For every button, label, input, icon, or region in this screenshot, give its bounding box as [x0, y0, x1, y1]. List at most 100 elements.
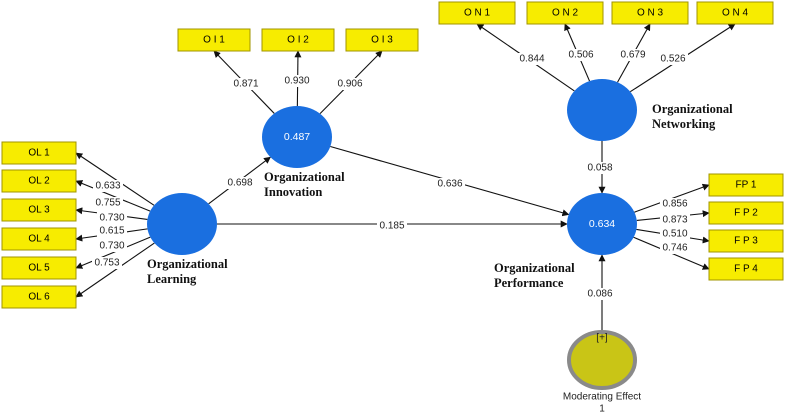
construct-name-on: Organizational: [652, 102, 733, 116]
indicator-box-oi-1[interactable]: [177, 28, 251, 52]
indicator-box-ol-2[interactable]: [1, 169, 77, 193]
moderating-effect-node[interactable]: [567, 330, 637, 390]
loading-label-bg: [660, 198, 690, 210]
indicator-box-fp-4[interactable]: [708, 257, 784, 281]
loading-value-oi-3: 0.906: [337, 79, 362, 90]
indicator-box-ol-5[interactable]: [1, 256, 77, 280]
indicator-box-ol-4[interactable]: [1, 227, 77, 251]
loading-value-ol-4: 0.615: [99, 226, 124, 237]
loading-value-ol-5: 0.730: [99, 241, 124, 252]
loading-value-fp-4: 0.746: [662, 243, 687, 254]
loading-value-on-2: 0.506: [568, 50, 593, 61]
indicator-box-fp-2[interactable]: [708, 201, 784, 225]
loading-value-fp-3: 0.510: [662, 229, 687, 240]
indicator-label-ol-6: OL 6: [28, 292, 50, 303]
path-coefficient-ol_oi: 0.698: [227, 178, 252, 189]
loading-arrow-ol-2: [75, 180, 151, 212]
construct-oi[interactable]: [262, 106, 332, 168]
construct-name-ol: Learning: [147, 272, 197, 286]
indicator-box-on-2[interactable]: [526, 1, 604, 25]
loading-value-on-4: 0.526: [660, 54, 685, 65]
indicator-box-ol-1[interactable]: [1, 141, 77, 165]
loading-value-fp-1: 0.856: [662, 199, 687, 210]
loading-value-oi-1: 0.871: [233, 79, 258, 90]
indicator-label-fp-3: F P 3: [734, 236, 758, 247]
labels-layer: 0.633 0.755 0.730 0.615 0.730 0.753 0.871 0.930…: [92, 49, 733, 415]
indicator-label-on-3: O N 3: [637, 8, 664, 19]
construct-name-oi: Organizational: [264, 170, 345, 184]
indicator-label-ol-2: OL 2: [28, 176, 50, 187]
indicator-label-ol-3: OL 3: [28, 205, 50, 216]
indicator-box-on-1[interactable]: [438, 1, 516, 25]
indicator-label-fp-2: F P 2: [734, 208, 758, 219]
indicator-label-on-2: O N 2: [552, 8, 579, 19]
loading-value-ol-1: 0.633: [95, 181, 120, 192]
loading-label-bg: [231, 78, 261, 90]
construct-name-on: Networking: [652, 117, 716, 131]
loading-value-on-1: 0.844: [519, 54, 544, 65]
loading-label-bg: [660, 242, 690, 254]
loading-label-bg: [566, 49, 596, 61]
loading-label-bg: [660, 228, 690, 240]
construct-on[interactable]: [567, 79, 637, 141]
loading-label-bg: [97, 225, 127, 237]
moderator-label: 1: [599, 404, 605, 415]
indicator-box-fp-3[interactable]: [708, 229, 784, 253]
indicator-label-on-4: O N 4: [722, 8, 749, 19]
construct-name-fp: Organizational: [494, 261, 575, 275]
loading-label-bg: [282, 75, 312, 87]
loading-value-fp-2: 0.873: [662, 215, 687, 226]
indicator-label-oi-1: O I 1: [203, 35, 225, 46]
nodes-layer: OL 1 OL 2 OL 3 OL 4 OL 5 OL 6 O I 1 O I 2 O I 3 O…: [1, 1, 784, 390]
indicator-box-on-4[interactable]: [696, 1, 774, 25]
path-label-bg: [585, 162, 615, 174]
loading-label-bg: [93, 180, 123, 192]
construct-name-fp: Performance: [494, 276, 564, 290]
path-label-bg: [435, 178, 465, 190]
loading-label-bg: [517, 53, 547, 65]
indicator-label-ol-4: OL 4: [28, 234, 50, 245]
loading-label-bg: [660, 214, 690, 226]
loading-arrow-ol-5: [75, 236, 151, 269]
indicator-label-fp-4: F P 4: [734, 264, 758, 275]
indicator-label-on-1: O N 1: [464, 8, 491, 19]
loading-label-bg: [97, 212, 127, 224]
path-coefficient-oi_fp: 0.636: [437, 179, 462, 190]
loading-value-on-3: 0.679: [620, 50, 645, 61]
loading-value-oi-2: 0.930: [284, 76, 309, 87]
loading-label-bg: [335, 78, 365, 90]
loading-value-ol-6: 0.753: [94, 258, 119, 269]
indicator-box-fp-1[interactable]: [708, 173, 784, 197]
construct-name-oi: Innovation: [264, 185, 322, 199]
construct-name-ol: Organizational: [147, 257, 228, 271]
r-squared-fp: 0.634: [589, 218, 615, 230]
indicator-label-oi-2: O I 2: [287, 35, 309, 46]
loading-arrow-ol-6: [75, 242, 155, 298]
indicator-box-ol-3[interactable]: [1, 198, 77, 222]
indicator-box-ol-6[interactable]: [1, 285, 77, 309]
path-coefficient-on_fp: 0.058: [587, 163, 612, 174]
loading-label-bg: [97, 240, 127, 252]
loading-label-bg: [658, 53, 688, 65]
path-coefficient-mod_fp: 0.086: [587, 289, 612, 300]
indicator-box-on-3[interactable]: [611, 1, 689, 25]
indicator-label-ol-5: OL 5: [28, 263, 50, 274]
r-squared-oi: 0.487: [284, 131, 310, 143]
indicator-label-ol-1: OL 1: [28, 148, 50, 159]
loading-value-ol-3: 0.730: [99, 213, 124, 224]
loading-label-bg: [93, 197, 123, 209]
loading-label-bg: [92, 257, 122, 269]
loading-value-ol-2: 0.755: [95, 198, 120, 209]
indicator-box-oi-2[interactable]: [261, 28, 335, 52]
moderator-label: Moderating Effect: [563, 392, 641, 403]
indicator-label-oi-3: O I 3: [371, 35, 393, 46]
moderator-expand-symbol: [+]: [596, 333, 608, 344]
construct-fp[interactable]: [567, 193, 637, 255]
loading-label-bg: [618, 49, 648, 61]
path-label-bg: [585, 288, 615, 300]
path-label-bg: [225, 177, 255, 189]
indicator-box-oi-3[interactable]: [345, 28, 419, 52]
path-coefficient-ol_fp: 0.185: [379, 221, 404, 232]
construct-ol[interactable]: [147, 193, 217, 255]
